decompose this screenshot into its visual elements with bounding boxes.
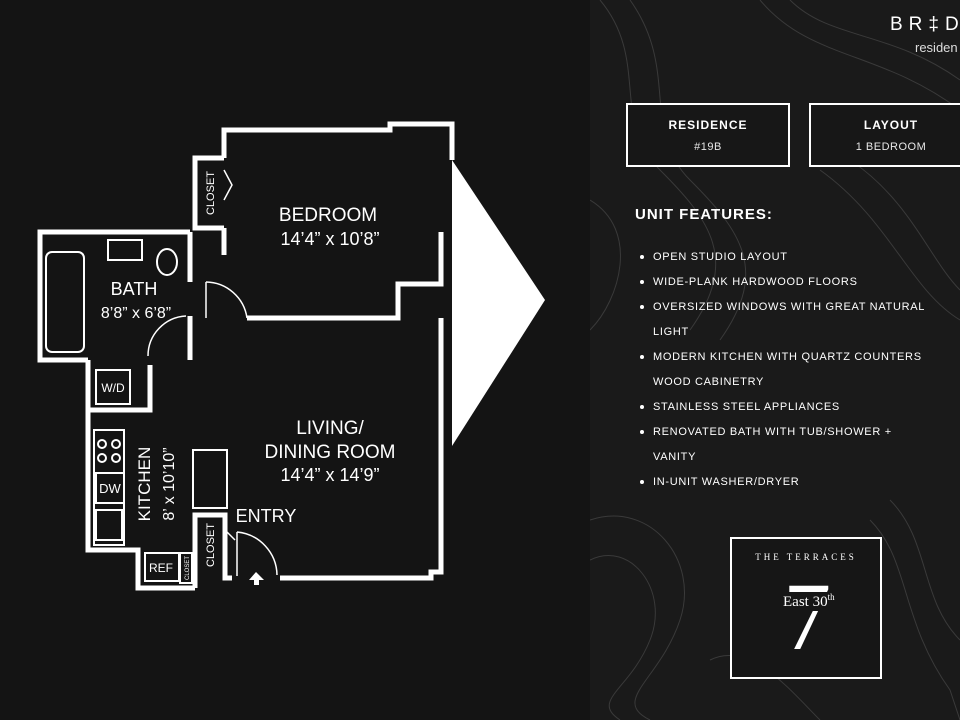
closet-door: [224, 529, 236, 541]
contour-line: [869, 519, 960, 720]
wd-box: [95, 369, 131, 405]
feature-item: Wide-plank hardwood floors: [638, 270, 960, 295]
layout-box: LAYOUT 1 BEDROOM: [809, 103, 960, 167]
bath-name: BATH: [111, 279, 158, 299]
living-dims: 14’4” x 14’9”: [280, 465, 379, 485]
entry-arrow-icon: [249, 572, 264, 585]
closet-door: [223, 169, 233, 201]
residence-box: RESIDENCE #19B: [626, 103, 790, 167]
sink-box: [95, 509, 123, 541]
kitchen-left-wall: [85, 360, 195, 591]
entry-door-swing: [236, 531, 278, 576]
contour-line: [599, 0, 717, 331]
brand-subtitle: residen: [915, 40, 958, 55]
contour-line: [759, 0, 960, 111]
door-swings: [147, 281, 278, 576]
feature-item: Modern kitchen with quartz counters: [638, 345, 960, 370]
features-list: Open studio layout Wide-plank hardwood f…: [638, 245, 960, 495]
bedroom-closet-wall: [192, 155, 224, 231]
contour-line: [590, 199, 621, 331]
living-right-wall: [280, 318, 444, 581]
contour-line: [849, 159, 960, 291]
layout-value: 1 BEDROOM: [855, 141, 927, 153]
feature-item: Open studio layout: [638, 245, 960, 270]
logo-street-suffix: th: [827, 592, 835, 602]
burner: [97, 439, 107, 449]
bathtub: [45, 251, 85, 353]
residence-title: RESIDENCE: [668, 118, 748, 132]
contour-line: [819, 169, 960, 321]
entry-label: ENTRY: [236, 506, 297, 526]
dw-label: DW: [99, 481, 121, 496]
ref-label: REF: [149, 561, 173, 575]
contour-line: [889, 499, 960, 641]
entry-closet-label: CLOSET: [205, 523, 217, 567]
bedroom-door-swing: [205, 281, 248, 319]
small-closet-box: [179, 552, 193, 584]
residence-value: #19B: [694, 141, 722, 153]
bedroom-top-wall: [221, 121, 455, 160]
logo-top-text: THE TERRACES: [755, 552, 857, 562]
feature-item-continued: vanity: [653, 451, 697, 463]
feature-item-continued: wood cabinetry: [653, 376, 765, 388]
burner: [111, 453, 121, 463]
logo-number: 7: [783, 563, 831, 670]
bath-door-swing: [147, 315, 187, 357]
vanity: [107, 239, 143, 261]
contour-line: [789, 0, 960, 81]
logo-street-name: East 30: [783, 594, 828, 610]
feature-item: In-unit washer/dryer: [638, 470, 960, 495]
contour-line: [629, 0, 747, 341]
kitchen-counter: [93, 429, 125, 546]
entry-closet-wall: [192, 512, 232, 588]
bath-wall: [37, 229, 190, 363]
feature-item: Stainless steel appliances: [638, 395, 960, 420]
wd-label: W/D: [101, 381, 125, 395]
bedroom-name: BEDROOM: [279, 205, 377, 226]
kitchen-name: KITCHEN: [135, 447, 154, 522]
contour-line: [590, 554, 656, 720]
bedroom-dims: 14’4” x 10’8”: [280, 229, 379, 249]
layout-title: LAYOUT: [863, 118, 919, 132]
floor-plan: BEDROOM 14’4” x 10’8” LIVING/ DINING ROO…: [37, 121, 545, 591]
burner: [111, 439, 121, 449]
feature-item: Oversized windows with great natural: [638, 295, 960, 320]
bedroom-bottom-wall: [247, 232, 444, 321]
logo-street: East 30th: [780, 592, 838, 611]
window-bay: [452, 160, 545, 446]
walls: [37, 121, 455, 591]
small-closet-label: CLOSET: [185, 556, 191, 580]
features-heading: UNIT FEATURES:: [635, 206, 773, 223]
kitchen-dims: 8’ x 10’10”: [161, 447, 178, 520]
contour-line: [590, 515, 685, 720]
living-name-line2: DINING ROOM: [265, 442, 396, 463]
bedroom-closet-label: CLOSET: [205, 171, 217, 215]
details-panel: BR‡D residen RESIDENCE #19B LAYOUT 1 BED…: [590, 0, 960, 720]
brand-name: BR‡D: [890, 14, 960, 35]
toilet: [156, 248, 178, 276]
dishwasher-box: [95, 472, 125, 504]
feature-item: Renovated bath with tub/shower +: [638, 420, 960, 445]
topographic-background: [590, 0, 960, 720]
wd-wall: [88, 365, 153, 413]
living-name-line1: LIVING/: [296, 418, 364, 439]
feature-item-continued: light: [653, 326, 689, 338]
burner: [97, 453, 107, 463]
building-logo: THE TERRACES 7 East 30th: [730, 537, 882, 679]
bath-dims: 8’8” x 6’8”: [101, 305, 171, 322]
kitchen-island: [192, 449, 228, 509]
